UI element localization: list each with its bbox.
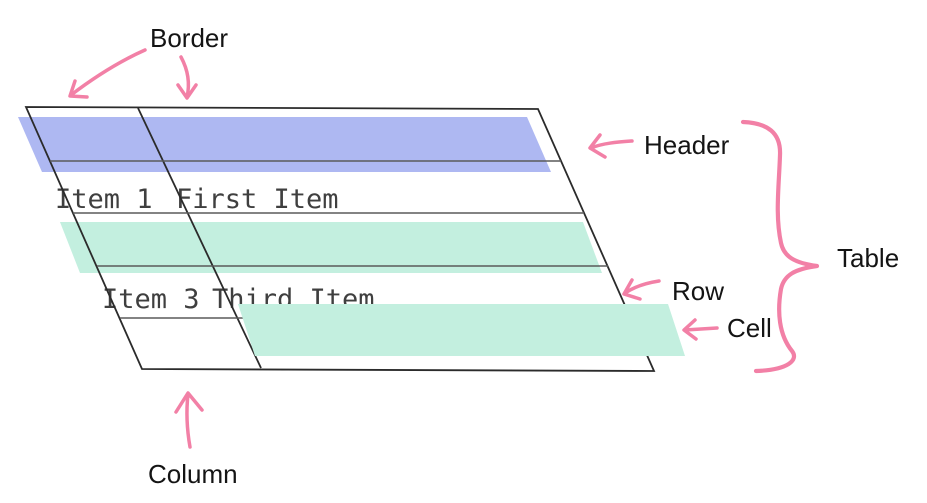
cell-item-3: Item 3 [102, 284, 200, 315]
cell-first-item: First Item [176, 184, 339, 215]
label-cell: Cell [727, 313, 772, 343]
row-arrow-icon [622, 278, 661, 301]
header-row-highlight [18, 117, 551, 172]
border-arrow-down-icon [176, 55, 198, 100]
border-arrow-left-icon [68, 48, 147, 99]
header-arrow-icon [588, 133, 634, 159]
table-outline [24, 106, 656, 372]
column-arrow-icon [174, 391, 204, 449]
table-brace-icon [740, 119, 820, 374]
label-header: Header [644, 130, 730, 160]
label-table: Table [837, 243, 900, 273]
column-divider-line [137, 107, 262, 369]
cell-highlight [238, 304, 685, 356]
label-column: Column [148, 459, 238, 489]
row-highlight [60, 222, 602, 273]
label-border: Border [150, 23, 229, 53]
label-row: Row [672, 276, 725, 306]
cell-arrow-icon [682, 318, 719, 341]
